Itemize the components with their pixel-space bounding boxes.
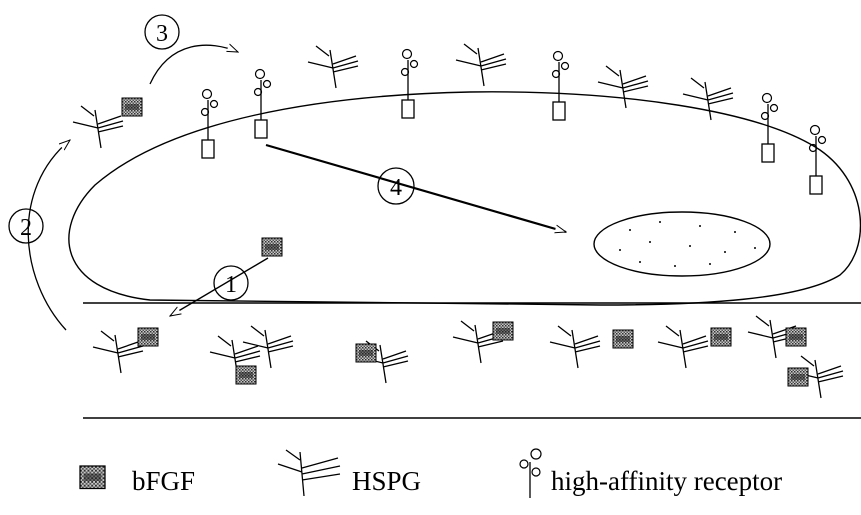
receptor-icon <box>519 448 542 498</box>
bfgf-icon <box>79 465 106 490</box>
legend-bfgf-label: bFGF <box>132 466 195 496</box>
arrow-step-4 <box>265 143 566 232</box>
legend-hspg-label: HSPG <box>352 466 421 496</box>
cell-membrane <box>68 91 861 306</box>
step-label-1: 1 <box>225 272 237 298</box>
legend: bFGF HSPG high-affinity receptor <box>79 448 782 498</box>
cell-surface-receptors <box>200 48 827 195</box>
arrow-step-3 <box>149 45 238 85</box>
step-label-2: 2 <box>20 215 32 241</box>
free-bfgf <box>261 237 283 257</box>
step-marker-2: 2 <box>8 208 44 244</box>
step-marker-4: 4 <box>377 167 415 205</box>
bfgf-on-cell-hspg <box>121 97 143 117</box>
step-marker-1: 1 <box>213 265 249 301</box>
step-marker-3: 3 <box>144 14 180 50</box>
hspg-icon <box>277 449 341 497</box>
step-label-4: 4 <box>390 175 402 201</box>
arrow-step-1 <box>170 257 269 316</box>
legend-receptor-label: high-affinity receptor <box>551 466 782 496</box>
nucleus <box>593 211 771 277</box>
cell-surface-hspg <box>72 43 734 149</box>
matrix-bfgf <box>137 321 809 387</box>
step-label-3: 3 <box>156 21 168 47</box>
arrow-step-2 <box>27 140 70 331</box>
nucleus-dots <box>619 221 756 267</box>
